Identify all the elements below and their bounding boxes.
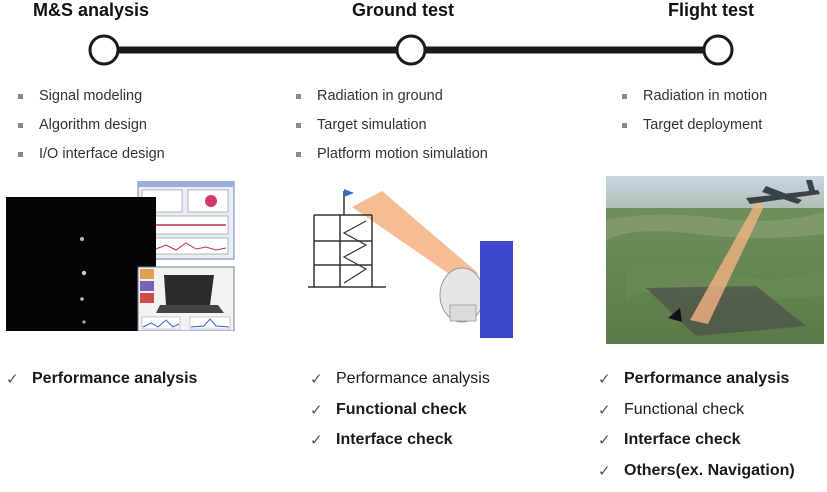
check-label: Functional check	[624, 401, 744, 419]
square-bullet-icon	[18, 123, 23, 128]
item-label: Target deployment	[643, 117, 762, 133]
timeline-node-ms-analysis	[90, 36, 118, 64]
list-item: ✓Others(ex. Navigation)	[598, 462, 795, 492]
list-item: Signal modeling	[18, 88, 165, 117]
item-label: Signal modeling	[39, 88, 142, 104]
square-bullet-icon	[296, 152, 301, 157]
list-item: Algorithm design	[18, 117, 165, 146]
list-item: Platform motion simulation	[296, 146, 488, 175]
ground-test-item-list: Radiation in ground Target simulation Pl…	[296, 88, 488, 175]
check-label: Functional check	[336, 401, 467, 419]
check-label: Performance analysis	[32, 370, 197, 388]
list-item: Radiation in ground	[296, 88, 488, 117]
square-bullet-icon	[622, 94, 627, 99]
square-bullet-icon	[622, 123, 627, 128]
ground-test-illustration	[300, 183, 520, 338]
ms-analysis-check-list: ✓Performance analysis	[6, 370, 197, 401]
check-label: Others(ex. Navigation)	[624, 462, 795, 480]
square-bullet-icon	[18, 152, 23, 157]
list-item: ✓Functional check	[310, 401, 490, 432]
flight-test-item-list: Radiation in motion Target deployment	[622, 88, 767, 146]
target-panel	[480, 241, 513, 338]
timeline	[0, 0, 827, 80]
list-item: ✓Interface check	[310, 431, 490, 462]
item-label: Target simulation	[317, 117, 427, 133]
item-label: I/O interface design	[39, 146, 165, 162]
list-item: ✓Interface check	[598, 431, 795, 462]
checkmark-icon: ✓	[598, 431, 624, 449]
laptop-icon	[164, 275, 214, 305]
list-item: ✓Functional check	[598, 401, 795, 432]
flag-icon	[344, 189, 354, 197]
checkmark-icon: ✓	[310, 431, 336, 449]
timeline-node-flight-test	[704, 36, 732, 64]
check-label: Performance analysis	[336, 370, 490, 388]
checkmark-icon: ✓	[598, 370, 624, 388]
item-label: Algorithm design	[39, 117, 147, 133]
square-bullet-icon	[296, 94, 301, 99]
check-label: Performance analysis	[624, 370, 789, 388]
test-tower	[308, 215, 386, 287]
timeline-node-ground-test	[397, 36, 425, 64]
checkmark-icon: ✓	[310, 401, 336, 419]
item-label: Radiation in ground	[317, 88, 443, 104]
checkmark-icon: ✓	[6, 370, 32, 388]
square-bullet-icon	[296, 123, 301, 128]
list-item: ✓Performance analysis	[6, 370, 197, 401]
ms-analysis-illustration	[6, 181, 236, 331]
checkmark-icon: ✓	[598, 401, 624, 419]
square-bullet-icon	[18, 94, 23, 99]
radar-image	[6, 197, 156, 331]
checkmark-icon: ✓	[598, 462, 624, 480]
ms-analysis-item-list: Signal modeling Algorithm design I/O int…	[18, 88, 165, 175]
item-label: Radiation in motion	[643, 88, 767, 104]
list-item: Target simulation	[296, 117, 488, 146]
list-item: ✓Performance analysis	[310, 370, 490, 401]
checkmark-icon: ✓	[310, 370, 336, 388]
item-label: Platform motion simulation	[317, 146, 488, 162]
check-label: Interface check	[336, 431, 453, 449]
list-item: ✓Performance analysis	[598, 370, 795, 401]
flight-test-illustration	[606, 176, 824, 344]
flight-test-check-list: ✓Performance analysis ✓Functional check …	[598, 370, 795, 492]
list-item: Radiation in motion	[622, 88, 767, 117]
check-label: Interface check	[624, 431, 741, 449]
list-item: Target deployment	[622, 117, 767, 146]
ground-test-check-list: ✓Performance analysis ✓Functional check …	[310, 370, 490, 462]
list-item: I/O interface design	[18, 146, 165, 175]
